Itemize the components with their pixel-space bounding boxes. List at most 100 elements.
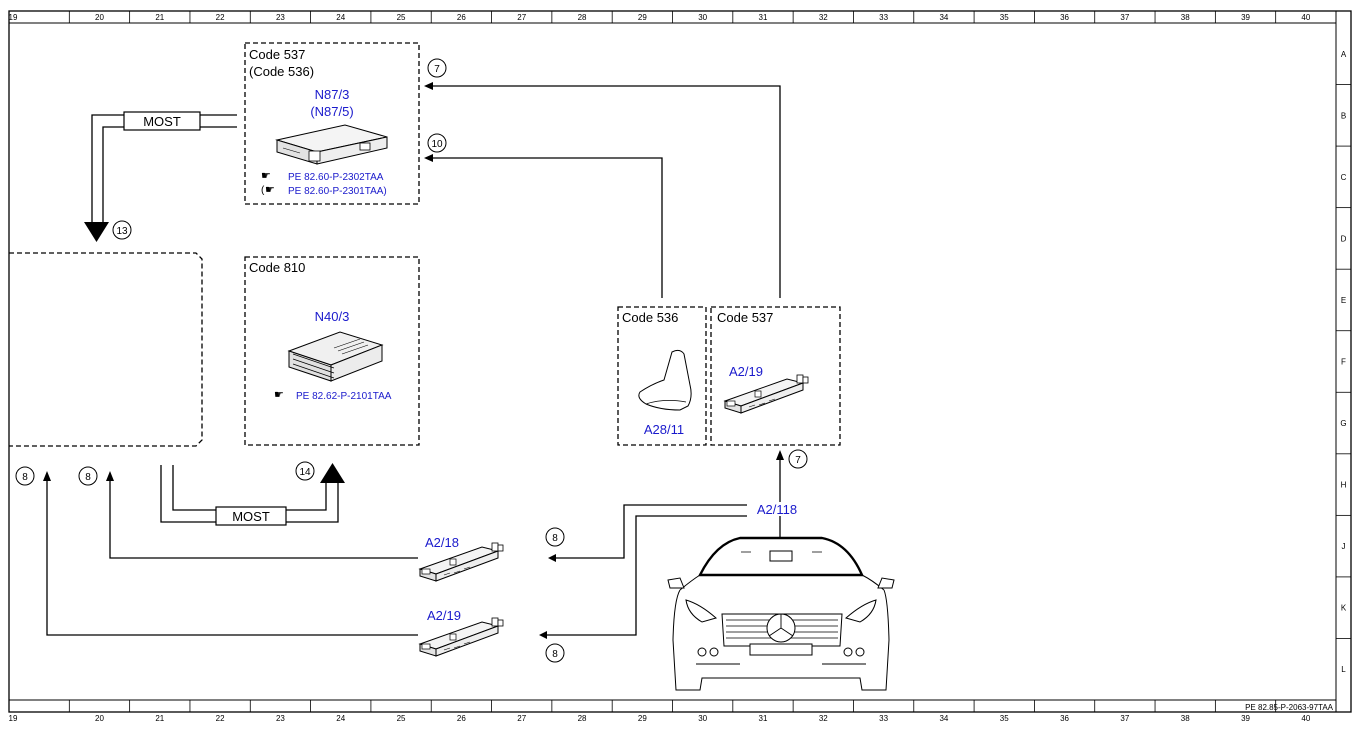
svg-text:8: 8 <box>552 533 558 544</box>
ruler-column-label: 39 <box>1241 13 1250 22</box>
reference-pe-82-60-p-2302taa[interactable]: PE 82.60-P-2302TAA <box>288 172 384 183</box>
bubble-13: 13 <box>112 220 132 240</box>
a2-19-tuner-box: Code 537 A2/19 <box>710 306 841 446</box>
hand-pointer-icon: ☛ <box>265 184 275 196</box>
ruler-column-label: 30 <box>698 714 707 723</box>
n40-3-amplifier-illustration <box>287 331 384 382</box>
code-536-label: Code 536 <box>622 310 678 325</box>
shark-fin-antenna-icon <box>638 349 692 411</box>
vehicle-front-illustration <box>667 536 895 691</box>
svg-text:8: 8 <box>85 472 91 483</box>
ruler-column-label: 21 <box>155 714 164 723</box>
svg-text:10: 10 <box>431 139 443 150</box>
ruler-column-label: 29 <box>638 714 647 723</box>
ruler-column-label: 21 <box>155 13 164 22</box>
ruler-column-label: 19 <box>9 714 18 723</box>
ruler-column-label: 38 <box>1181 714 1190 723</box>
a2-18-tuner: A2/18 <box>419 535 504 582</box>
ruler-column-label: 35 <box>1000 714 1009 723</box>
ruler-column-label: 24 <box>336 13 345 22</box>
hand-pointer-icon: ☛ <box>274 389 284 401</box>
bubble-8-mid-1: 8 <box>545 527 565 547</box>
left-control-unit-box <box>9 252 203 447</box>
a2-19-tuner-illustration <box>724 374 809 414</box>
ruler-column-label: 27 <box>517 714 526 723</box>
footer-reference: PE 82.85-P-2063-97TAA <box>1245 703 1334 712</box>
ruler-column-label: 23 <box>276 714 285 723</box>
ruler-column-label: 40 <box>1301 714 1310 723</box>
ruler-column-label: 34 <box>939 714 948 723</box>
n87-3-label: N87/3 <box>315 87 350 102</box>
ruler-ticks <box>68 11 1351 712</box>
ruler-column-label: 32 <box>819 13 828 22</box>
reference-pe-82-62-p-2101taa[interactable]: PE 82.62-P-2101TAA <box>296 391 392 402</box>
code-537-label: Code 537 <box>249 47 305 62</box>
ruler-column-label: 30 <box>698 13 707 22</box>
ruler-column-label: 33 <box>879 714 888 723</box>
ruler-column-label: 34 <box>939 13 948 22</box>
n40-3-module-box: Code 810 N40/3 ☛ PE 82.62-P-2101TAA <box>244 256 420 446</box>
n87-3-module-box: Code 537 (Code 536) N87/3 (N87/5) ☛ PE 8… <box>244 42 420 205</box>
svg-text:13: 13 <box>116 226 128 237</box>
bubble-8-mid-2: 8 <box>545 643 565 663</box>
ruler-column-label: 25 <box>397 13 406 22</box>
ruler-column-label: 39 <box>1241 714 1250 723</box>
ruler-column-label: 36 <box>1060 714 1069 723</box>
bubble-8-left-2: 8 <box>78 466 98 486</box>
most-bus-top: MOST <box>123 111 201 131</box>
n87-3-module-illustration <box>275 124 388 165</box>
ruler-row-label: G <box>1340 419 1346 428</box>
ruler-column-label: 24 <box>336 714 345 723</box>
svg-text:14: 14 <box>299 467 311 478</box>
most-bus-bottom: MOST <box>215 506 287 526</box>
ruler-column-label: 37 <box>1120 13 1129 22</box>
ruler-columns: 1919202021212222232324242525262627272828… <box>9 13 1311 723</box>
a2-19-tuner-lower: A2/19 <box>419 608 504 657</box>
ruler-row-label: J <box>1342 542 1346 551</box>
ruler-column-label: 37 <box>1120 714 1129 723</box>
svg-text:8: 8 <box>552 649 558 660</box>
svg-text:7: 7 <box>795 455 801 466</box>
ruler-row-label: L <box>1341 665 1346 674</box>
ruler-column-label: 33 <box>879 13 888 22</box>
n40-3-label: N40/3 <box>315 309 350 324</box>
ruler-column-label: 35 <box>1000 13 1009 22</box>
a2-19-label: A2/19 <box>729 364 763 379</box>
ruler-row-label: E <box>1341 296 1346 305</box>
ruler-column-label: 26 <box>457 714 466 723</box>
ruler-row-label: C <box>1341 173 1347 182</box>
ruler-column-label: 28 <box>578 13 587 22</box>
bubble-14: 14 <box>295 461 315 481</box>
ruler-row-label: H <box>1341 481 1347 490</box>
svg-text:7: 7 <box>434 64 440 75</box>
ruler-column-label: 28 <box>578 714 587 723</box>
ruler-column-label: 31 <box>759 714 768 723</box>
bubble-8-left-1: 8 <box>15 466 35 486</box>
a28-11-label: A28/11 <box>644 422 684 437</box>
ruler-row-label: D <box>1341 234 1347 243</box>
svg-text:8: 8 <box>22 472 28 483</box>
ruler-row-label: B <box>1341 111 1346 120</box>
ruler-row-label: K <box>1341 604 1347 613</box>
n87-5-alt-label: (N87/5) <box>310 104 353 119</box>
callout-bubbles: 7 10 13 14 8 8 8 8 7 <box>15 58 808 663</box>
bubble-7-top: 7 <box>427 58 447 78</box>
ruler-column-label: 32 <box>819 714 828 723</box>
ruler-column-label: 20 <box>95 714 104 723</box>
bubble-10: 10 <box>427 133 447 153</box>
ruler-column-label: 22 <box>216 714 225 723</box>
reference-pe-82-60-p-2301taa[interactable]: PE 82.60-P-2301TAA) <box>288 186 387 197</box>
code-536-alt-label: (Code 536) <box>249 64 314 79</box>
ruler-column-label: 25 <box>397 714 406 723</box>
ruler-column-label: 29 <box>638 13 647 22</box>
ruler-column-label: 20 <box>95 13 104 22</box>
reference-open-paren: ( <box>261 185 265 196</box>
code-810-label: Code 810 <box>249 260 305 275</box>
a2-118-label: A2/118 <box>757 502 797 517</box>
code-537-tuner-label: Code 537 <box>717 310 773 325</box>
ruler-column-label: 36 <box>1060 13 1069 22</box>
ruler-row-label: F <box>1341 358 1346 367</box>
ruler-column-label: 22 <box>216 13 225 22</box>
hand-pointer-icon: ☛ <box>261 170 271 182</box>
